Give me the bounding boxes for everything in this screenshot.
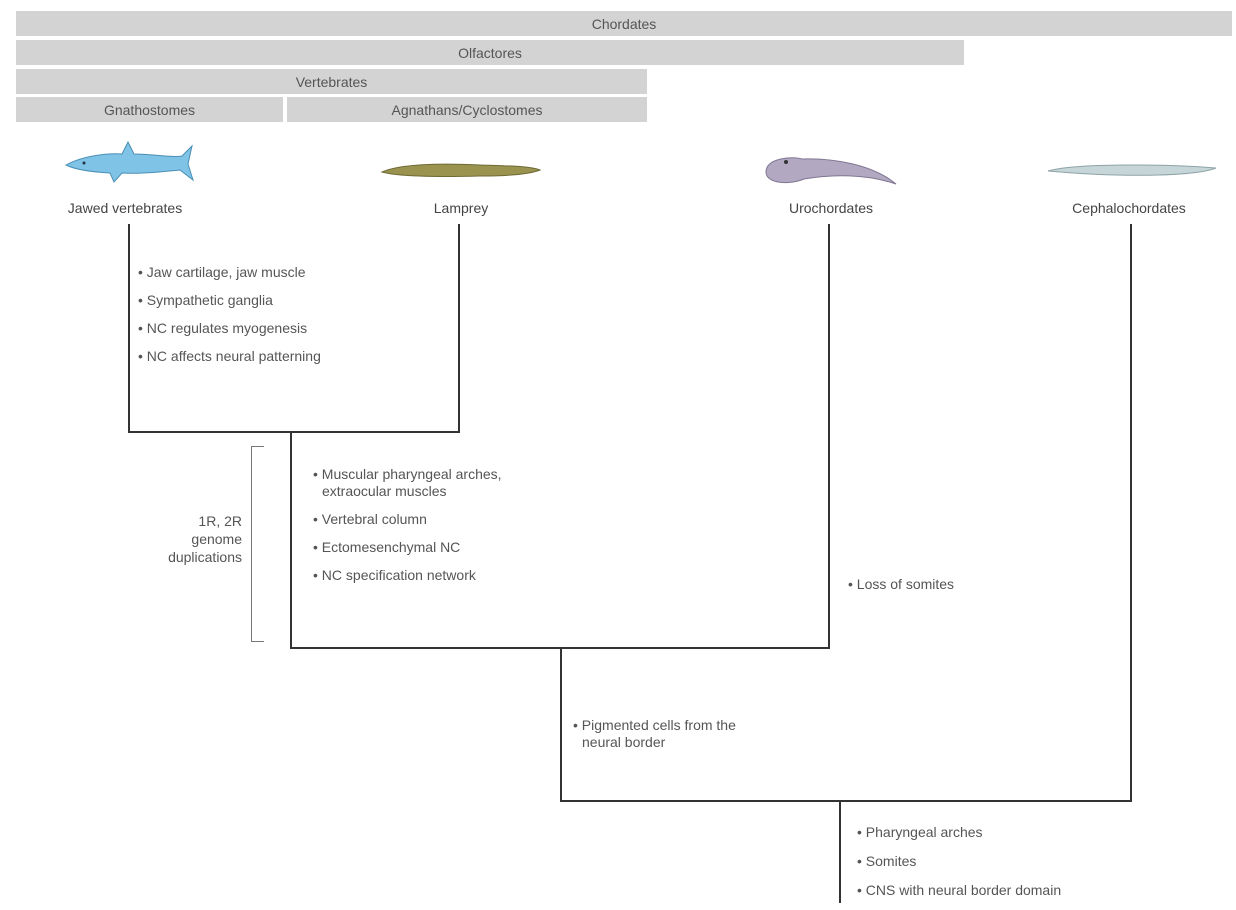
duplication-label: 1R, 2R genome duplications [130,512,242,566]
tadpole-larva-icon [765,157,897,185]
trait-item: Ectomesenchymal NC [313,539,563,556]
shark-icon [64,140,194,183]
taxon-label-cephalochordates: Cephalochordates [1072,200,1186,216]
trait-item: Sympathetic ganglia [138,292,438,309]
node-vertebrates-horizontal [128,431,460,433]
trait-item: NC specification network [313,567,563,584]
trait-item: Pharyngeal arches [857,824,1157,841]
branch-urochordates [828,224,830,649]
trait-list-vertebrates: Muscular pharyngeal arches, extraocular … [313,466,563,595]
branch-jawed-vertebrates [128,224,130,433]
trait-item: CNS with neural border domain [857,882,1157,899]
clade-bar-vertebrates: Vertebrates [16,69,647,94]
trait-item: Vertebral column [313,511,563,528]
taxon-label-urochordates: Urochordates [788,200,874,216]
trait-list-urochordates: Loss of somites [848,576,1048,604]
trait-item: NC affects neural patterning [138,348,438,365]
lancelet-icon [1047,164,1217,176]
trait-item: Pigmented cells from the neural border [573,717,763,751]
trait-item: Jaw cartilage, jaw muscle [138,264,438,281]
clade-bar-gnathostomes: Gnathostomes [16,97,283,122]
duplication-label-line2: genome [191,531,242,547]
branch-chordates-root [839,800,841,903]
trait-item: Somites [857,853,1157,870]
duplication-bracket [251,446,264,642]
taxon-label-jawed-vertebrates: Jawed vertebrates [67,200,183,216]
clade-bar-agnathans: Agnathans/Cyclostomes [287,97,647,122]
trait-item: Loss of somites [848,576,1048,593]
branch-cephalochordates [1130,224,1132,802]
trait-list-chordates: Pharyngeal arches Somites CNS with neura… [857,824,1157,910]
lamprey-icon [380,163,542,178]
duplication-label-line3: duplications [168,549,242,565]
branch-vertebrates-stem [290,431,292,649]
taxon-label-lamprey: Lamprey [433,200,489,216]
branch-lamprey [458,224,460,433]
clade-bar-olfactores: Olfactores [16,40,964,65]
trait-list-gnathostomes: Jaw cartilage, jaw muscle Sympathetic ga… [138,264,438,376]
duplication-label-line1: 1R, 2R [198,513,242,529]
trait-list-olfactores: Pigmented cells from the neural border [573,717,763,762]
node-chordates-horizontal [560,800,1132,802]
clade-bar-chordates: Chordates [16,11,1232,36]
branch-olfactores-stem [560,647,562,802]
trait-item: NC regulates myogenesis [138,320,438,337]
trait-item: Muscular pharyngeal arches, extraocular … [313,466,563,500]
